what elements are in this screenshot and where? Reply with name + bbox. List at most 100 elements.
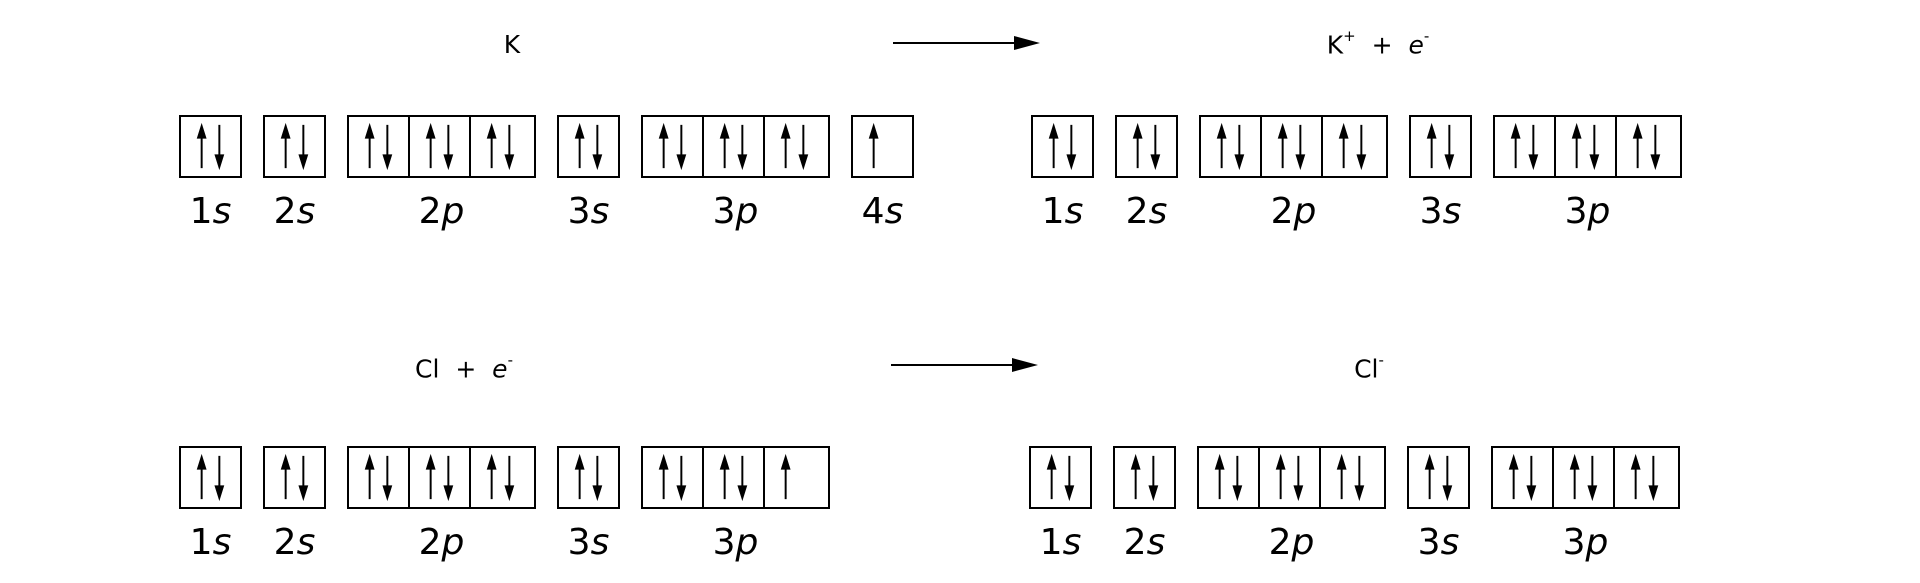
subshell-letter: s: [590, 522, 610, 563]
principal-number: 2: [273, 191, 297, 232]
spin-down-arrow-icon: [1650, 124, 1661, 171]
orbital-box: [1115, 448, 1174, 507]
spin-up-arrow-icon: [658, 453, 669, 500]
spin-up-arrow-icon: [1130, 453, 1141, 500]
electron-symbol: e: [492, 354, 508, 384]
orbital-group-2s: [1113, 446, 1176, 509]
principal-number: 3: [1564, 191, 1588, 232]
spin-down-arrow-icon: [382, 124, 393, 171]
spin-up-arrow-icon: [1338, 122, 1349, 169]
symbol-cl-ion: Cl: [1354, 354, 1379, 384]
orbital-box: [1617, 117, 1676, 176]
orbital-box: [853, 117, 912, 176]
orbital-group-1s: [1031, 115, 1094, 178]
subshell-letter: p: [1587, 191, 1611, 232]
principal-number: 3: [712, 522, 736, 563]
subshell-label: 2p: [1269, 525, 1315, 561]
electron-charge: -: [1423, 27, 1430, 45]
spin-down-arrow-icon: [1444, 124, 1455, 171]
orbital-box: [265, 448, 324, 507]
orbital-box: [265, 117, 324, 176]
spin-down-arrow-icon: [214, 455, 225, 502]
spin-up-arrow-icon: [364, 453, 375, 500]
orbital-group-1s: [179, 446, 242, 509]
principal-number: 3: [1417, 522, 1441, 563]
subshell-letter: s: [1440, 522, 1460, 563]
subshell-label: 2p: [1271, 194, 1317, 230]
subshell-label: 2s: [274, 525, 316, 561]
principal-number: 2: [1268, 522, 1292, 563]
orbital-box: [349, 117, 410, 176]
spin-down-arrow-icon: [1064, 455, 1075, 502]
orbital-group-3p: [1491, 446, 1680, 509]
spin-up-arrow-icon: [574, 453, 585, 500]
spin-down-arrow-icon: [1526, 455, 1537, 502]
subshell-letter: s: [296, 191, 316, 232]
spin-up-arrow-icon: [1336, 453, 1347, 500]
spin-down-arrow-icon: [1150, 124, 1161, 171]
subshell-label: 3p: [1565, 194, 1611, 230]
principal-number: 1: [1039, 522, 1063, 563]
orbital-box: [1201, 117, 1262, 176]
spin-up-arrow-icon: [780, 122, 791, 169]
subshell-letter: s: [1062, 522, 1082, 563]
spin-down-arrow-icon: [298, 455, 309, 502]
principal-number: 3: [1419, 191, 1443, 232]
orbital-box: [1033, 117, 1092, 176]
principal-number: 2: [1270, 191, 1294, 232]
charge-minus: -: [1378, 351, 1384, 369]
spin-down-arrow-icon: [443, 455, 454, 502]
spin-up-arrow-icon: [1571, 122, 1582, 169]
subshell-letter: s: [1146, 522, 1166, 563]
subshell-letter: s: [590, 191, 610, 232]
subshell-letter: s: [212, 522, 232, 563]
spin-down-arrow-icon: [1232, 455, 1243, 502]
orbital-box: [181, 448, 240, 507]
spin-down-arrow-icon: [1354, 455, 1365, 502]
spin-up-arrow-icon: [868, 122, 879, 169]
subshell-label: 2s: [1124, 525, 1166, 561]
spin-down-arrow-icon: [382, 455, 393, 502]
orbital-group-2s: [263, 115, 326, 178]
orbital-group-2p: [347, 115, 536, 178]
orbital-box: [1321, 448, 1380, 507]
principal-number: 2: [1123, 522, 1147, 563]
subshell-label: 1s: [1040, 525, 1082, 561]
reaction-arrow-1: [893, 36, 1040, 50]
subshell-label: 3p: [1563, 525, 1609, 561]
orbital-group-3p: [641, 446, 830, 509]
spin-up-arrow-icon: [1214, 453, 1225, 500]
orbital-box: [704, 448, 765, 507]
orbital-box: [765, 117, 824, 176]
orbital-group-2p: [1197, 446, 1386, 509]
orbital-group-4s: [851, 115, 914, 178]
principal-number: 3: [567, 191, 591, 232]
orbital-box: [1411, 117, 1470, 176]
spin-down-arrow-icon: [1293, 455, 1304, 502]
orbital-box: [1260, 448, 1321, 507]
spin-up-arrow-icon: [364, 122, 375, 169]
spin-up-arrow-icon: [1132, 122, 1143, 169]
spin-down-arrow-icon: [1234, 124, 1245, 171]
spin-up-arrow-icon: [1424, 453, 1435, 500]
spin-up-arrow-icon: [1216, 122, 1227, 169]
principal-number: 3: [567, 522, 591, 563]
orbital-group-3s: [557, 446, 620, 509]
orbital-box: [471, 448, 530, 507]
spin-up-arrow-icon: [280, 453, 291, 500]
plus-sign: +: [1371, 30, 1393, 60]
spin-up-arrow-icon: [425, 122, 436, 169]
spin-up-arrow-icon: [1510, 122, 1521, 169]
spin-down-arrow-icon: [504, 124, 515, 171]
species-k-plus-electron: K+ + e-: [1326, 29, 1430, 60]
spin-up-arrow-icon: [1508, 453, 1519, 500]
orbital-group-1s: [179, 115, 242, 178]
subshell-letter: p: [441, 522, 465, 563]
subshell-label: 3p: [713, 194, 759, 230]
orbital-box: [559, 117, 618, 176]
symbol-k-ion: K: [1326, 30, 1344, 60]
subshell-label: 1s: [190, 194, 232, 230]
orbital-box: [1031, 448, 1090, 507]
subshell-label: 3s: [1418, 525, 1460, 561]
orbital-group-3s: [1409, 115, 1472, 178]
